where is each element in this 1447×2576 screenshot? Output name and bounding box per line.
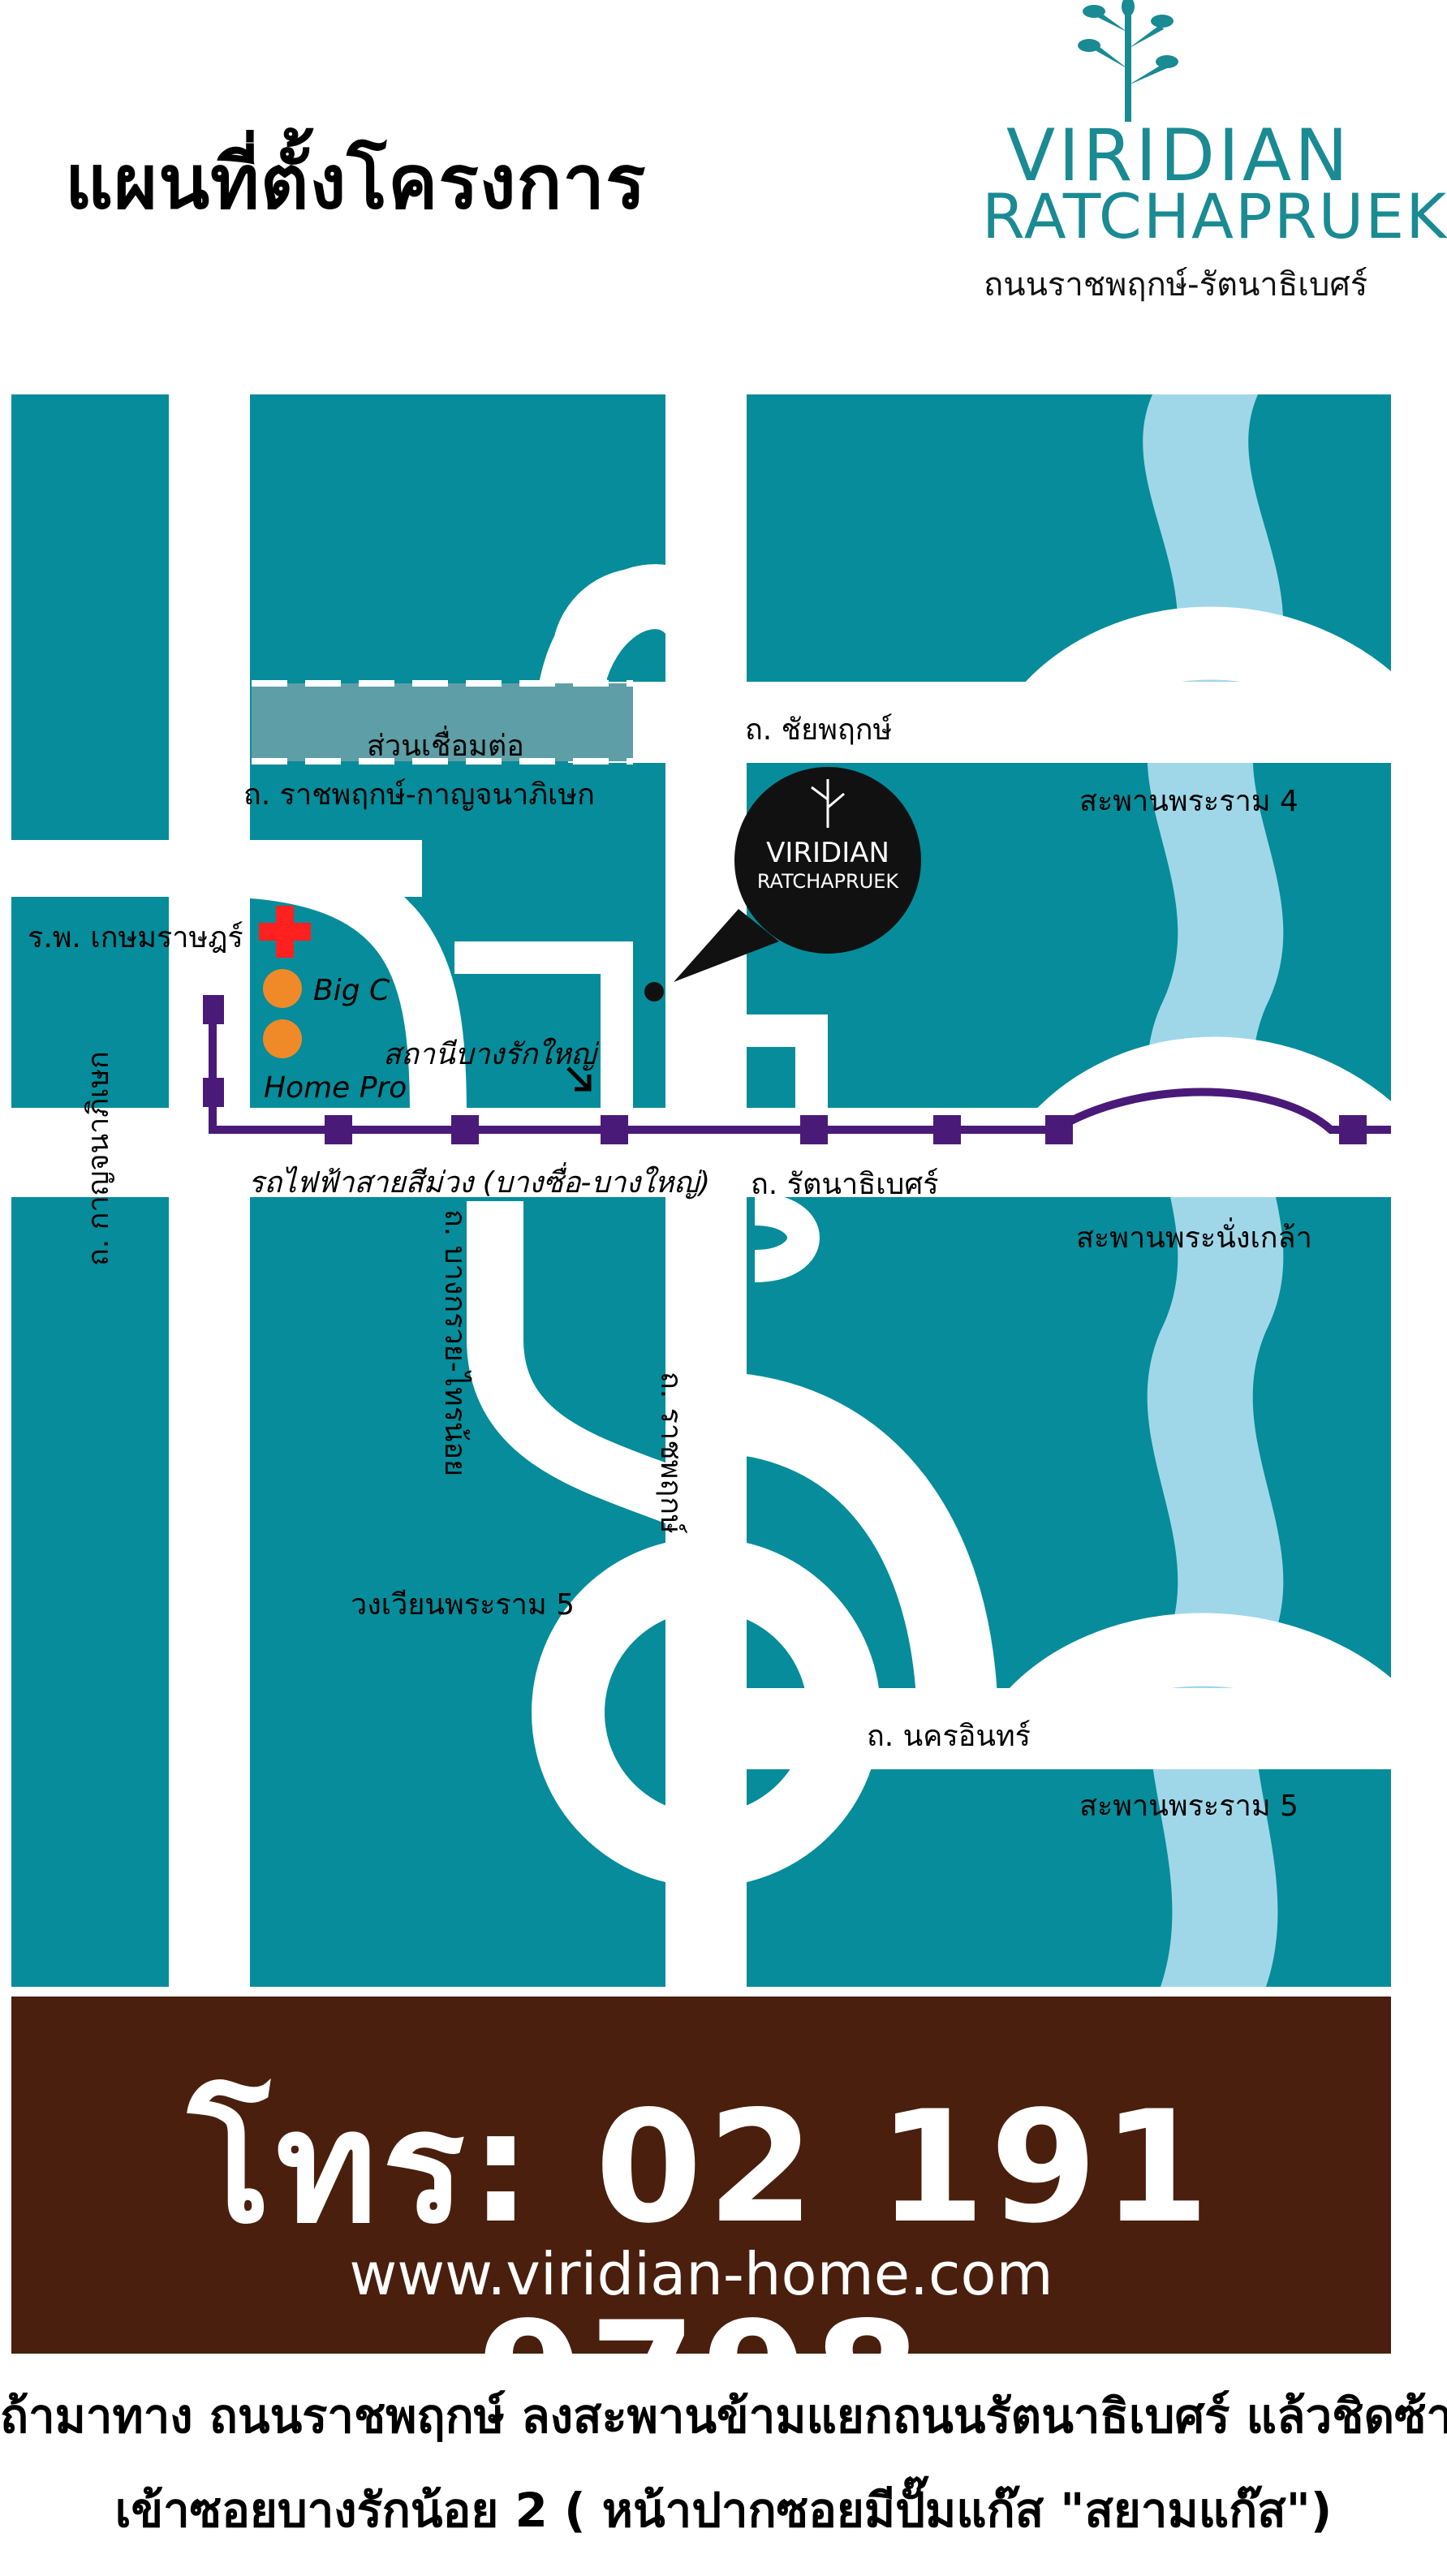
label-bridge-nangklao: สะพานพระนั่งเกล้า: [1076, 1221, 1312, 1255]
rail-station: [1045, 1115, 1073, 1144]
label-road-ratchapruek-kanchana: ถ. ราชพฤกษ์-กาญจนาภิเษก: [243, 778, 595, 812]
road-arc-east: [704, 1372, 998, 1730]
rail-station: [1339, 1115, 1367, 1144]
local-road-1: [454, 941, 633, 1120]
brand-address: ถนนราชพฤกษ์-รัตนาธิเบศร์: [984, 266, 1368, 304]
road-bangkruai: [467, 1201, 718, 1536]
phone-number[interactable]: โทร: 02 191 9798: [187, 2078, 1215, 2468]
directions-line2: เข้าซอยบางรักน้อย 2 ( หน้าปากซอยมีปั๊มแก…: [114, 2483, 1333, 2538]
project-pin-icon: [644, 982, 664, 1002]
roundabout-north: [552, 568, 730, 747]
bridge-rama5: [993, 1613, 1419, 1754]
marker-brand-line1: VIRIDIAN: [766, 837, 889, 869]
brand-name: VIRIDIAN: [1006, 114, 1351, 197]
label-bigc: Big C: [313, 974, 390, 1007]
website-link[interactable]: www.viridian-home.com: [349, 2240, 1053, 2308]
roundabout-rama5: [532, 1538, 881, 1887]
location-map: VIRIDIAN RATCHAPRUEK: [11, 394, 1419, 1987]
label-road-nakhon-in: ถ. นครอินทร์: [867, 1720, 1031, 1753]
label-station: สถานีบางรักใหญ่: [383, 1038, 596, 1071]
homepro-icon: [263, 1019, 302, 1058]
arrow-down-right-icon: [566, 1066, 592, 1092]
label-hospital: ร.พ. เกษมราษฎร์: [28, 921, 243, 954]
bridge-rama4: [1010, 606, 1419, 747]
rail-station: [203, 995, 224, 1024]
rail-station: [203, 1078, 224, 1107]
ramp-east: [754, 1193, 820, 1282]
label-road-rattanathibet: ถ. รัตนาธิเบศร์: [751, 1168, 939, 1201]
ramp-connector: [209, 840, 467, 1121]
directions-line1: ถ้ามาทาง ถนนราชพฤกษ์ ลงสะพานข้ามแยกถนนรั…: [0, 2389, 1447, 2444]
rail-station: [800, 1115, 828, 1144]
label-road-chaiyaphruek: ถ. ชัยพฤกษ์: [745, 713, 893, 747]
rail-station: [601, 1115, 628, 1144]
label-road-kanchanaphisek: ถ. กาญจนาภิเษก: [82, 1051, 115, 1266]
rail-station: [933, 1115, 961, 1144]
label-rama5-circle: วงเวียนพระราม 5: [351, 1588, 575, 1622]
marker-pointer: [674, 909, 779, 982]
brand-location: RATCHAPRUEK: [982, 180, 1447, 252]
rail-station: [451, 1115, 479, 1144]
rail-station: [325, 1115, 352, 1144]
tree-logo-icon: [1078, 0, 1178, 122]
page-title: แผนที่ตั้งโครงการ: [65, 139, 647, 226]
bigc-icon: [263, 969, 302, 1008]
label-bridge-rama4: สะพานพระราม 4: [1079, 785, 1298, 818]
local-road-2: [730, 1014, 828, 1120]
hospital-icon: [259, 906, 311, 958]
contact-box: โทร: 02 191 9798 www.viridian-home.com: [11, 1997, 1391, 2468]
marker-brand-line2: RATCHAPRUEK: [757, 870, 900, 893]
marker-tree-icon: [811, 779, 845, 828]
connector-segment: [252, 683, 633, 761]
label-road-bangkruai: ถ. บางกรวย-ไทรน้อย: [438, 1209, 472, 1477]
label-homepro: Home Pro: [264, 1071, 407, 1105]
label-bridge-rama5: สะพานพระราม 5: [1079, 1790, 1298, 1823]
label-connector: ส่วนเชื่อมต่อ: [367, 730, 524, 763]
label-road-ratchapruek: ถ. ราชพฤกษ์: [654, 1372, 687, 1534]
project-marker: [734, 767, 921, 954]
label-purple-line: รถไฟฟ้าสายสีม่วง (บางซื่อ-บางใหญ่): [248, 1166, 711, 1200]
